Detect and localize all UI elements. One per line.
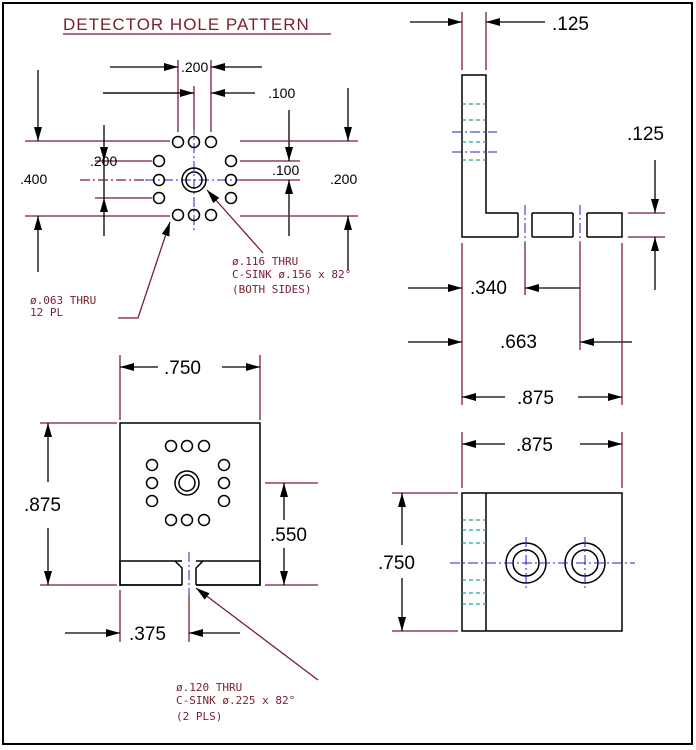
title: DETECTOR HOLE PATTERN <box>63 15 310 34</box>
dim-bottom-length: .875 <box>516 435 553 456</box>
dim-spacing: .200 <box>181 59 208 75</box>
note-slot-holes-2: C-SINK ø.225 x 82° <box>176 694 295 707</box>
dim-hole1: .340 <box>470 278 507 299</box>
side-view: .125 .125 .340 .663 .875 <box>408 12 665 409</box>
dim-slot: .375 <box>129 624 166 645</box>
dim-pattern-height: .550 <box>270 525 307 546</box>
dim-width: .750 <box>164 358 201 379</box>
note-center-hole-1: ø.116 THRU <box>232 255 298 268</box>
center-hole-outer <box>181 167 207 193</box>
dim-vertical-left: .400 <box>20 171 47 187</box>
note-small-holes-2: 12 PL <box>30 306 63 319</box>
note-slot-holes-3: (2 PLS) <box>176 710 222 723</box>
center-hole-inner <box>185 171 203 189</box>
dim-offset-right: .100 <box>272 162 299 178</box>
bottom-view: .875 .750 <box>378 432 635 632</box>
dim-hole2: .663 <box>500 332 537 353</box>
note-center-hole-2: C-SINK ø.156 x 82° <box>232 268 351 281</box>
dim-base: .125 <box>627 124 664 145</box>
note-center-hole-3: (BOTH SIDES) <box>232 283 311 296</box>
front-view: .750 .875 .550 .375 ø.120 THRU C-SINK ø.… <box>24 355 319 723</box>
dim-bottom-width: .750 <box>378 553 415 574</box>
hole-pattern-view: .200 .100 .400 .200 .100 .200 <box>20 59 358 319</box>
dim-left-mid: .200 <box>90 153 117 169</box>
dim-height: .875 <box>24 495 61 516</box>
note-small-holes-1: ø.063 THRU <box>30 294 96 307</box>
dim-length: .875 <box>517 388 554 409</box>
dim-offset-top: .100 <box>268 85 295 101</box>
dim-wall: .125 <box>552 14 589 35</box>
note-slot-holes-1: ø.120 THRU <box>176 681 242 694</box>
dim-right: .200 <box>330 171 357 187</box>
small-holes <box>152 135 238 222</box>
